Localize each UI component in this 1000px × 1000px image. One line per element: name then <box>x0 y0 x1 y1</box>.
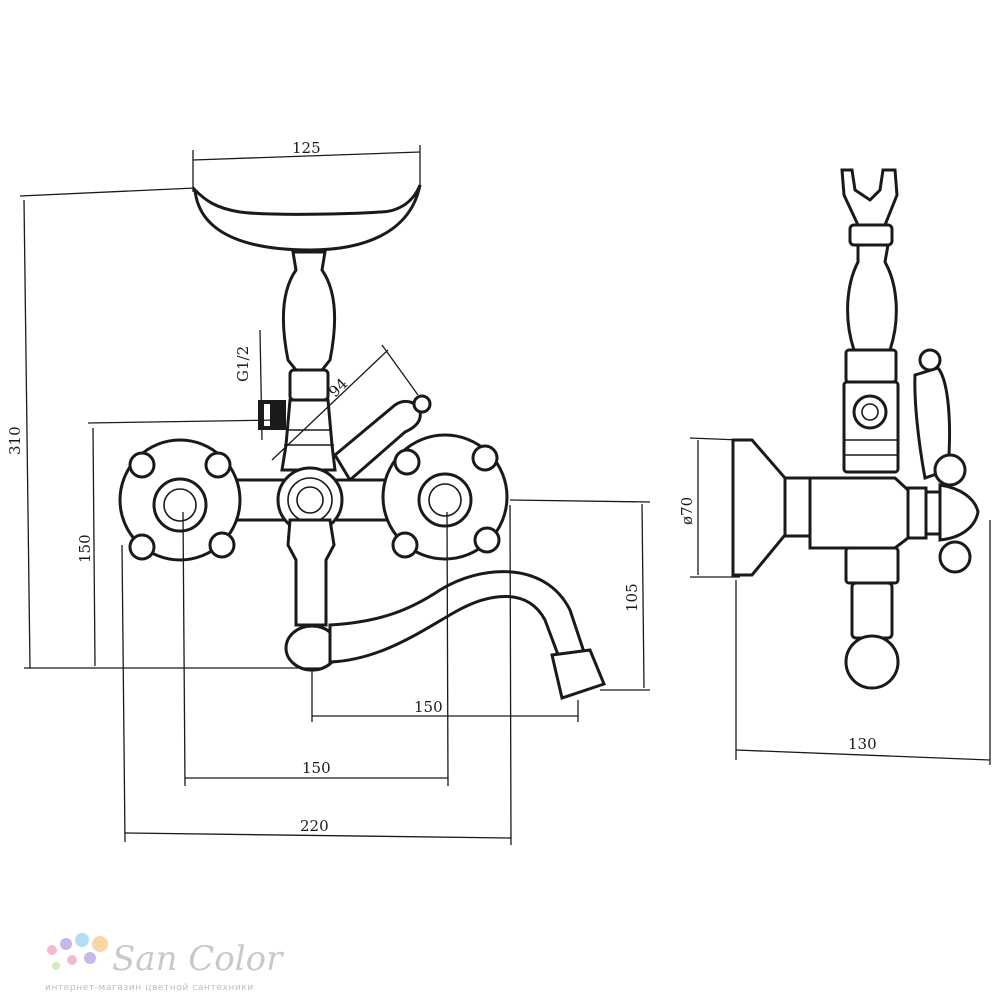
dim-depth: 130 <box>848 735 877 753</box>
holder-stem <box>281 250 337 372</box>
side-holder-clip <box>840 168 899 227</box>
side-stem <box>846 243 898 352</box>
aerator <box>550 648 606 700</box>
dim-flange-diameter: ø70 <box>678 497 696 525</box>
brand-watermark: San Color интернет-магазин цветной санте… <box>45 933 284 993</box>
watermark-dot <box>92 936 108 952</box>
watermark-tagline: интернет-магазин цветной сантехники <box>45 983 254 993</box>
dim-inlet-height: 150 <box>76 534 94 563</box>
watermark-dot <box>67 955 77 965</box>
watermark-dot <box>60 938 72 950</box>
dim-thread: G1/2 <box>234 346 252 382</box>
spout <box>328 570 587 664</box>
lever-knob <box>412 394 432 414</box>
dim-holder-width: 125 <box>292 139 321 157</box>
inlet-fitting <box>258 400 286 430</box>
dim-overall-width: 220 <box>300 817 329 835</box>
dim-total-height: 310 <box>6 426 24 455</box>
watermark-brand: San Color <box>112 939 284 979</box>
front-dimensions: 125 310 150 G1/2 94 105 150 150 <box>6 139 651 846</box>
watermark-dot <box>52 962 60 970</box>
watermark-dot <box>47 945 57 955</box>
side-lower-column <box>850 581 894 640</box>
wall-flange <box>731 438 787 577</box>
dim-centers: 150 <box>302 759 331 777</box>
lower-column <box>286 518 336 627</box>
watermark-dots-icon <box>47 933 108 970</box>
dim-spout-drop: 105 <box>623 583 641 612</box>
dim-spout-reach: 150 <box>414 698 443 716</box>
watermark-dot <box>84 952 96 964</box>
watermark-dot <box>75 933 89 947</box>
holder-collar <box>288 368 330 402</box>
riser-body <box>280 398 337 472</box>
front-view <box>118 184 606 700</box>
side-view <box>731 168 980 690</box>
side-dimensions: ø70 130 <box>678 437 991 765</box>
left-cross-handle <box>118 438 242 562</box>
holder-cradle <box>193 184 422 252</box>
side-body <box>808 476 910 550</box>
right-cross-handle <box>381 433 509 561</box>
